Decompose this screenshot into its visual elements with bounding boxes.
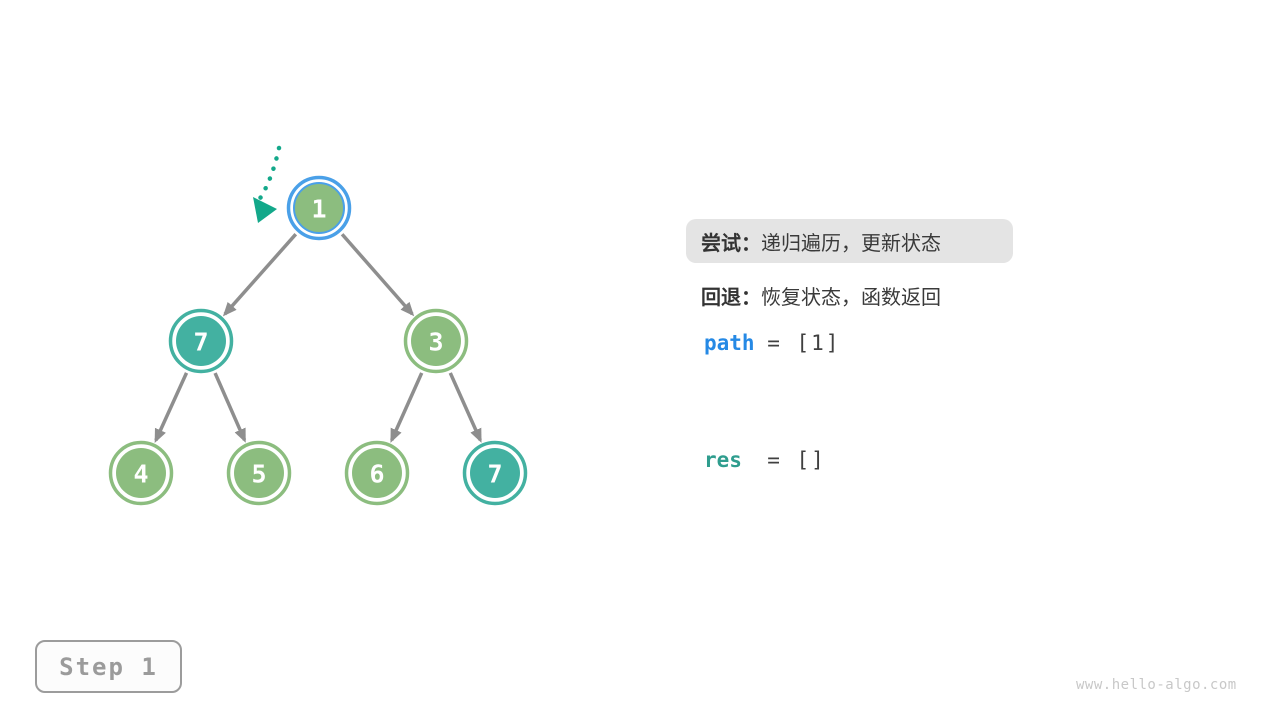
path-variable-name: path [704, 331, 755, 355]
tree-node-3: 3 [403, 308, 469, 374]
back-annotation: 回退：恢复状态，函数返回 [701, 281, 941, 310]
try-text: 递归遍历，更新状态 [761, 232, 941, 255]
pointer-arrowhead-icon [253, 197, 277, 223]
tree-edge-n3-n7b [448, 372, 482, 443]
node-fill [176, 316, 226, 366]
node-value-label: 3 [428, 328, 443, 357]
tree-node-7: 7 [168, 308, 234, 374]
current-pointer-arrow [253, 145, 282, 223]
binary-tree-diagram: 1 7 3 4 5 6 7 [108, 145, 528, 506]
step-badge: Step 1 [35, 640, 182, 693]
res-variable-name: res [704, 448, 742, 472]
path-variable-line: path = [1] [704, 331, 840, 355]
watermark: www.hello-algo.com [1076, 677, 1237, 693]
try-annotation: 尝试：递归遍历，更新状态 [686, 219, 1013, 263]
path-variable-value: = [1] [767, 331, 841, 355]
node-fill [470, 448, 520, 498]
node-value-label: 4 [133, 460, 148, 489]
tree-edge-n7a-n5 [213, 372, 247, 443]
step-badge-label: Step 1 [59, 652, 158, 681]
tree-edge-n1-n3 [340, 233, 415, 317]
node-value-label: 7 [487, 460, 502, 489]
node-fill [293, 182, 345, 234]
tree-edge-n1-n7a [222, 233, 298, 317]
node-fill [234, 448, 284, 498]
tree-node-7: 7 [462, 440, 528, 506]
tree-node-5: 5 [226, 440, 292, 506]
back-text: 恢复状态，函数返回 [761, 287, 941, 309]
try-keyword: 尝试： [701, 232, 761, 255]
tree-node-6: 6 [344, 440, 410, 506]
node-value-label: 6 [369, 460, 384, 489]
node-fill [116, 448, 166, 498]
node-value-label: 5 [251, 460, 266, 489]
node-fill [352, 448, 402, 498]
tree-node-4: 4 [108, 440, 174, 506]
res-variable-value: = [] [767, 448, 826, 472]
node-fill [411, 316, 461, 366]
tree-node-1: 1 [286, 175, 352, 241]
res-variable-line: res = [] [704, 448, 826, 472]
tree-edge-n3-n6 [390, 372, 424, 443]
tree-edge-n7a-n4 [154, 372, 189, 443]
node-value-label: 1 [311, 195, 326, 224]
pointer-dotted-line [256, 145, 282, 203]
node-value-label: 7 [193, 328, 208, 357]
back-keyword: 回退： [701, 287, 761, 309]
